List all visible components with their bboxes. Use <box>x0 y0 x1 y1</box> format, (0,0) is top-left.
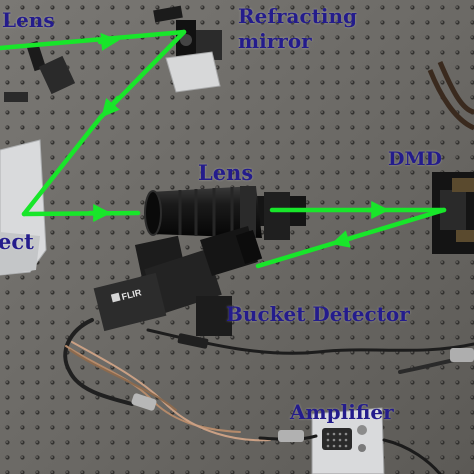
lens-middle-label: Lens <box>198 160 254 185</box>
beam-mirror-to-object <box>21 29 187 217</box>
collection-lens <box>144 186 306 240</box>
bucket-detector-camera <box>93 226 263 336</box>
amplifier-label: Amplifier <box>290 400 394 424</box>
bnc-connectors <box>131 333 474 442</box>
beam-object-to-lens <box>21 210 141 217</box>
amplifier-box <box>311 407 385 474</box>
bucket-detector-label: Bucket Detector <box>226 302 410 326</box>
beam-arrows <box>87 32 390 248</box>
svg-text:FLIR: FLIR <box>121 287 143 302</box>
beam-arrow-2 <box>101 95 121 118</box>
refracting-mirror-label: Refracting mirror <box>238 4 357 54</box>
lens-top-label: Lens <box>2 8 55 32</box>
dmd-label: DMD <box>388 148 442 170</box>
cable-bundle-top <box>427 61 474 131</box>
refracting-mirror-label-line1: Refracting <box>238 4 357 28</box>
object-label: ect <box>0 229 34 254</box>
beam-arrow-5 <box>331 230 355 248</box>
top-lens-mount <box>4 40 76 102</box>
beam-lens-to-mirror <box>0 29 187 51</box>
flir-logo: FLIR <box>110 287 143 303</box>
refracting-mirror-label-line2: mirror <box>238 29 312 53</box>
beam-arrow-1 <box>97 32 120 51</box>
